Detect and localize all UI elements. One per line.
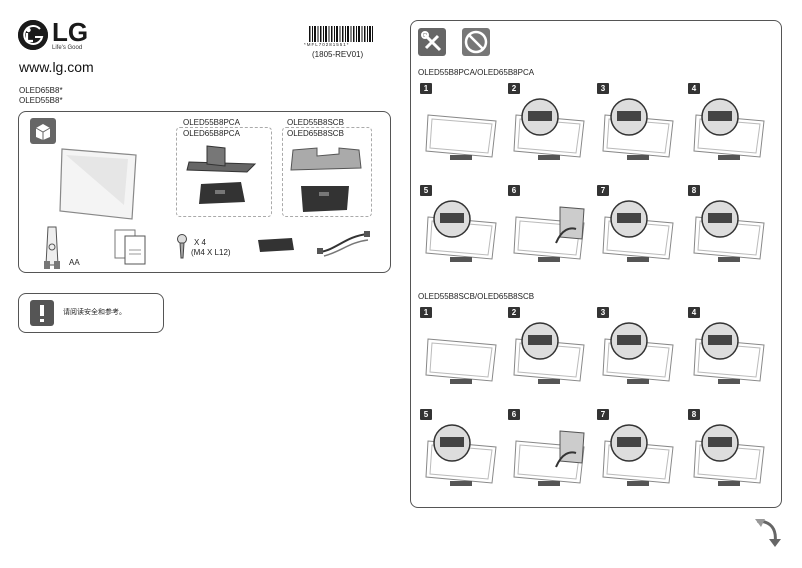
section-a-step-illustration-8 <box>690 199 770 269</box>
brand-tagline: Life's Good <box>52 45 83 51</box>
section-b-step-illustration-1 <box>422 321 502 391</box>
section-b-step-illustration-8 <box>690 423 770 493</box>
stand-b-image <box>289 142 367 219</box>
section-b-step-number-7: 7 <box>597 409 609 420</box>
remote-control-icon <box>40 225 66 276</box>
stand-variant-b-box <box>282 127 372 217</box>
model-line-1: OLED65B8* <box>19 86 63 95</box>
cable-icon <box>316 230 372 263</box>
section-b-step-illustration-3 <box>599 321 679 391</box>
section-b-step-number-2: 2 <box>508 307 520 318</box>
section-b-step-number-4: 4 <box>688 307 700 318</box>
variant-b-model-2: OLED65B8SCB <box>287 129 344 138</box>
section-b-step-illustration-7 <box>599 423 679 493</box>
section-a-step-illustration-3 <box>599 97 679 167</box>
variant-b-model-1: OLED55B8SCB <box>287 118 344 127</box>
section-a-step-illustration-5 <box>422 199 502 269</box>
variant-a-model-1: OLED55B8PCA <box>183 118 240 127</box>
section-b-title: OLED55B8SCB/OLED65B8SCB <box>418 292 535 301</box>
manuals-icon <box>113 228 151 271</box>
cable-cover-icon <box>256 236 296 259</box>
section-b-step-illustration-2 <box>510 321 590 391</box>
section-b-step-illustration-4 <box>690 321 770 391</box>
section-b-step-number-3: 3 <box>597 307 609 318</box>
tv-screen-image <box>58 145 140 226</box>
screw-count: X 4 <box>194 238 207 247</box>
no-tool-icon <box>462 28 490 56</box>
safety-note-text: 请阅读安全和参考。 <box>63 309 126 316</box>
screw-icon <box>175 234 189 265</box>
variant-a-model-2: OLED65B8PCA <box>183 129 240 138</box>
battery-label: AA <box>69 258 80 267</box>
revision-label: (1805-REV01) <box>312 50 364 59</box>
section-a-step-number-2: 2 <box>508 83 520 94</box>
section-a-step-number-6: 6 <box>508 185 520 196</box>
section-a-title: OLED55B8PCA/OLED65B8PCA <box>418 68 535 77</box>
section-a-step-number-5: 5 <box>420 185 432 196</box>
section-a-step-number-1: 1 <box>420 83 432 94</box>
section-b-step-number-6: 6 <box>508 409 520 420</box>
box-contents-icon <box>30 118 56 144</box>
section-a-step-illustration-2 <box>510 97 590 167</box>
section-a-step-illustration-1 <box>422 97 502 167</box>
section-a-step-illustration-4 <box>690 97 770 167</box>
section-a-step-number-8: 8 <box>688 185 700 196</box>
section-b-step-number-8: 8 <box>688 409 700 420</box>
website-link[interactable]: www.lg.com <box>19 59 94 75</box>
stand-variant-a-box <box>176 127 272 217</box>
screw-size: (M4 X L12) <box>191 248 231 257</box>
tools-icon <box>418 28 446 56</box>
section-a-step-illustration-7 <box>599 199 679 269</box>
section-a-step-number-3: 3 <box>597 83 609 94</box>
barcode-graphic <box>309 26 373 42</box>
section-b-step-number-1: 1 <box>420 307 432 318</box>
warning-icon <box>30 300 54 326</box>
brand-name: LG <box>52 17 89 47</box>
page-turn-icon[interactable] <box>753 517 783 554</box>
section-b-step-number-5: 5 <box>420 409 432 420</box>
lg-logo-icon <box>18 20 48 50</box>
section-a-step-number-7: 7 <box>597 185 609 196</box>
barcode-text: *MFL70281551* <box>304 42 350 47</box>
section-a-step-number-4: 4 <box>688 83 700 94</box>
section-b-step-illustration-5 <box>422 423 502 493</box>
section-a-step-illustration-6 <box>510 199 590 269</box>
model-line-2: OLED55B8* <box>19 96 63 105</box>
stand-a-image <box>185 142 263 217</box>
section-b-step-illustration-6 <box>510 423 590 493</box>
